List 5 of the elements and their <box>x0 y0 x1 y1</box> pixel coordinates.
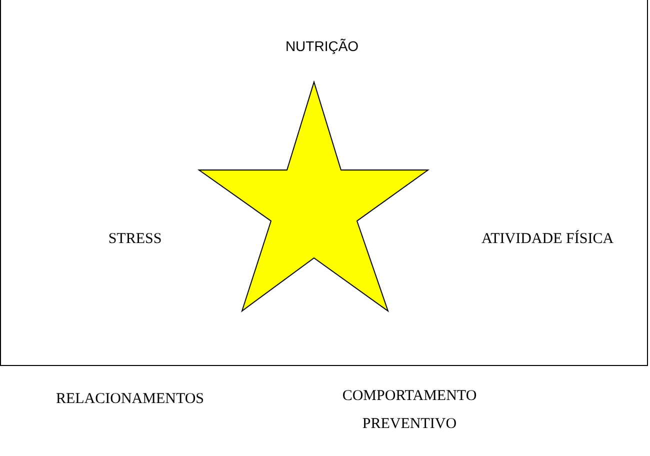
label-text: NUTRIÇÃO <box>284 37 360 56</box>
label-text: COMPORTAMENTO PREVENTIVO <box>341 387 478 434</box>
label-text: RELACIONAMENTOS <box>54 390 206 409</box>
label-text: ATIVIDADE FÍSICA <box>480 229 615 249</box>
label-text: STRESS <box>107 230 163 249</box>
